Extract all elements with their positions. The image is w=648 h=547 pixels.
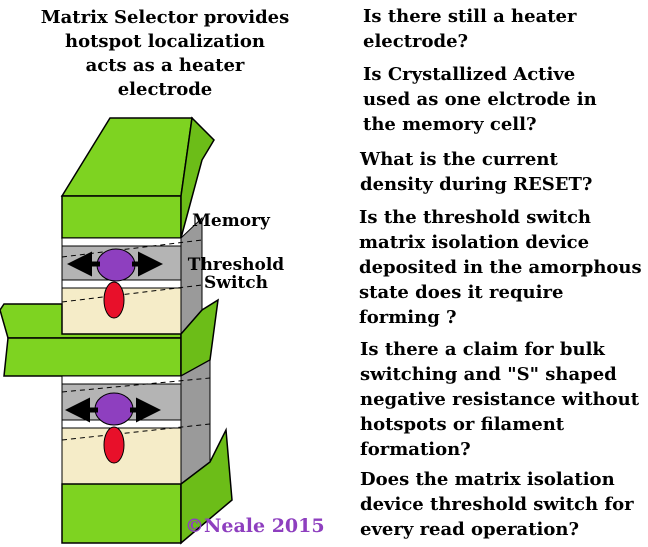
question-threshold-switch-forming: Is the threshold switch matrix isolation…: [359, 207, 642, 328]
top-word-line: [60, 116, 215, 239]
lower-memory-cell: [61, 359, 211, 486]
threshold-switch-label: Threshold Switch: [187, 255, 285, 293]
memory-label: Memory: [192, 211, 270, 231]
question-read-operation: Does the matrix isolation device thresho…: [360, 469, 634, 540]
upper-hotspot: [67, 248, 163, 319]
question-bulk-switching: Is there a claim for bulk switching and …: [360, 339, 640, 460]
middle-bit-line: [0, 298, 219, 378]
lower-hotspot: [65, 392, 161, 464]
diagram-caption: Matrix Selector provides hotspot localiz…: [40, 7, 290, 100]
question-heater-electrode: Is there still a heater electrode?: [363, 6, 577, 52]
question-current-density: What is the current density during RESET…: [360, 149, 593, 195]
bottom-word-line: [61, 427, 233, 545]
question-crystallized-active: Is Crystallized Active used as one elctr…: [363, 64, 597, 135]
copyright-notice: ©Neale 2015: [185, 515, 325, 537]
